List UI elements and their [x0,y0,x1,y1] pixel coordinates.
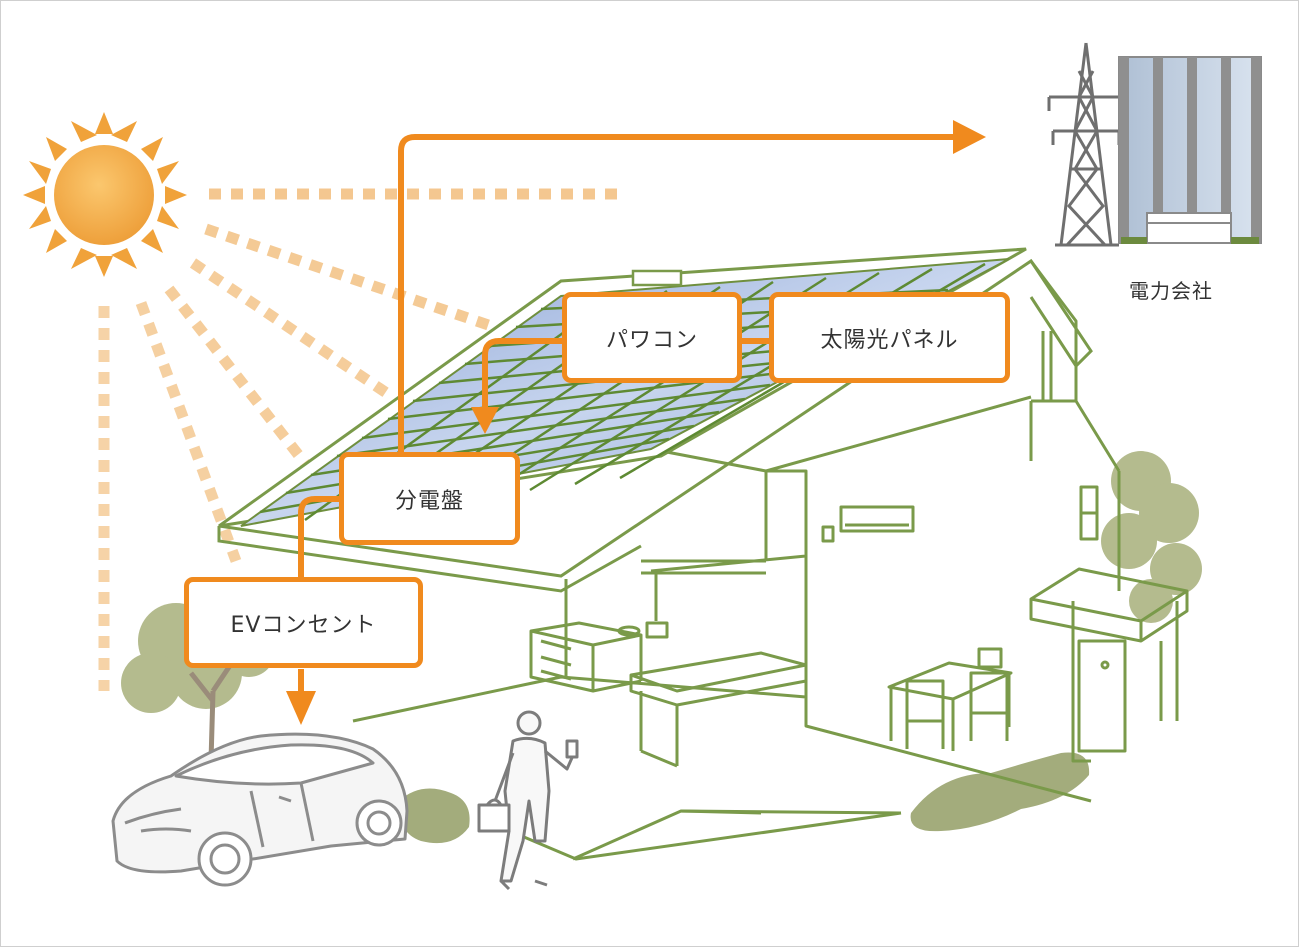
flow-to-power-company [398,134,956,461]
ev-outlet-text: EVコンセント [230,612,377,638]
office-building-icon [1118,56,1262,244]
person-icon [477,710,579,891]
power-tower-icon [1047,42,1125,247]
shrubs [398,752,1090,844]
ev-outlet-label: EVコンセント [184,577,423,668]
arrowhead-power-company [953,120,986,154]
power-conditioner-label: パワコン [562,292,742,383]
energy-flow-arrows [298,134,956,695]
sunlight-rays [98,188,626,691]
power-conditioner-text: パワコン [605,327,698,353]
sun-icon [23,112,187,277]
solar-panel-text: 太陽光パネル [820,327,959,353]
distribution-board-label: 分電盤 [339,452,520,545]
arrowhead-board [471,407,499,434]
arrowheads [286,120,986,725]
car-icon [111,732,409,887]
distribution-board-text: 分電盤 [394,488,464,514]
arrowhead-car [286,691,316,725]
tree-icon [1101,451,1202,623]
solar-panel-label: 太陽光パネル [769,292,1010,383]
power-company-label: 電力会社 [1129,279,1213,303]
flow-board-to-ev [298,496,341,579]
flow-inverter-to-board [482,338,563,411]
